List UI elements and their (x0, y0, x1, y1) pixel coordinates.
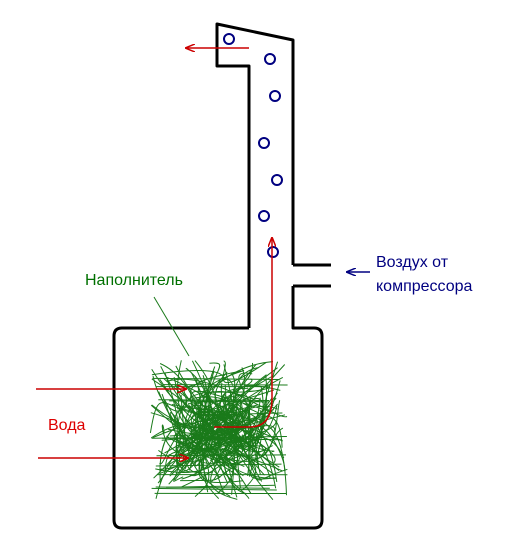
filler-fibre (184, 401, 231, 450)
filler-fibre (152, 377, 280, 380)
filler-fibres (149, 360, 288, 501)
filler-fibre (181, 414, 267, 453)
water-label: Вода (48, 417, 86, 434)
filler-fibre (262, 361, 287, 496)
bubble (258, 210, 270, 222)
filler-fibre (159, 363, 277, 435)
air-label-line1: Воздух от (376, 254, 449, 271)
filler-fibre (151, 370, 225, 381)
filler-fibre (149, 402, 211, 433)
filler-fibre (151, 404, 218, 484)
filler-fibre (158, 399, 270, 401)
filler-fibre (189, 424, 250, 465)
filler-fibre (176, 360, 276, 432)
filler-label: Наполнитель (85, 272, 183, 289)
bubble (264, 53, 276, 65)
bubble (271, 174, 283, 186)
filler-fibre (220, 382, 276, 464)
bubble (258, 137, 270, 149)
vessel-outline (112, 22, 324, 530)
filler-fibre (159, 415, 283, 475)
filler-fibre (212, 420, 277, 476)
air-inlet-tube (293, 263, 331, 288)
filler-fibre (156, 454, 287, 457)
filler-fibre (155, 463, 282, 467)
filler-fibre (188, 369, 245, 471)
filler-fibre (199, 400, 281, 462)
bubble (223, 33, 235, 45)
filler-fibre (221, 416, 243, 449)
air-bubbles (223, 33, 283, 258)
filler-fibre (189, 414, 286, 466)
filler-fibre (151, 487, 277, 491)
bubble (269, 90, 281, 102)
filler-fibre (201, 370, 278, 432)
filler-fibre (232, 372, 253, 408)
filler-fibre (161, 437, 283, 441)
filler-fibre (223, 394, 263, 482)
bubble (267, 246, 279, 258)
filler-leader-line (153, 296, 190, 357)
filler-fibre (169, 400, 270, 403)
air-label-line2: компрессора (376, 278, 473, 295)
lift-flow-arrow (214, 238, 272, 428)
filler-fibre (197, 391, 254, 444)
filler-fibre (166, 484, 276, 488)
